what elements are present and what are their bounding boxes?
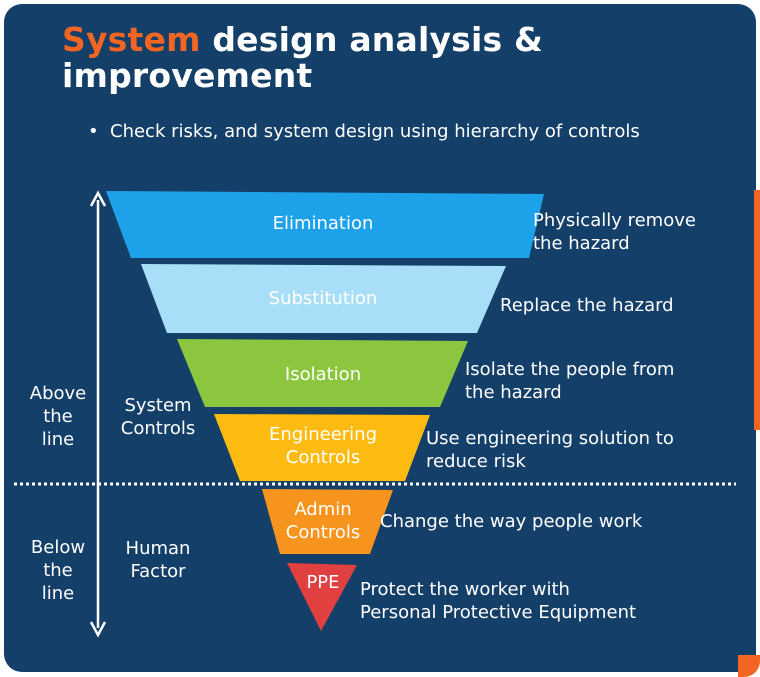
tier-ppe-description: Protect the worker with Personal Protect… (360, 579, 637, 623)
title-rest: design analysis & (200, 20, 544, 59)
tier-elimination-shape (106, 191, 544, 258)
page-title: System design analysis &improvement (62, 22, 543, 94)
tier-isolation-description: Isolate the people from the hazard (465, 359, 675, 403)
tier-ppe-shape (287, 563, 357, 631)
orange-corner-accent (738, 655, 760, 677)
title-line2: improvement (62, 56, 313, 95)
content-card (4, 4, 756, 672)
tier-isolation-shape (177, 339, 468, 407)
tier-admin-shape (262, 489, 393, 554)
arrow-down-icon (89, 621, 107, 638)
tier-substitution-label: Substitution (268, 288, 378, 309)
tier-engineering-description: Use engineering solution to reduce risk (426, 428, 674, 472)
system-controls-label: System Controls (120, 395, 196, 439)
below-the-line-label: Below the line (30, 537, 86, 604)
tier-admin-label: Admin Controls (285, 499, 361, 543)
bullet-text: Check risks, and system design using hie… (110, 121, 640, 142)
tier-engineering-shape (214, 414, 430, 481)
bullet-dot-icon: • (88, 121, 99, 142)
tier-engineering-label: Engineering Controls (269, 424, 377, 468)
tier-ppe-label: PPE (306, 572, 340, 593)
orange-edge-accent (754, 190, 760, 430)
tier-elimination-description: Physically remove the hazard (533, 210, 696, 254)
tier-isolation-label: Isolation (284, 364, 362, 385)
tier-substitution-shape (141, 264, 506, 333)
above-the-line-label: Above the line (29, 383, 87, 450)
arrow-up-icon (89, 190, 107, 207)
double-arrow (89, 190, 107, 638)
tier-substitution-description: Replace the hazard (500, 295, 674, 316)
tier-elimination-label: Elimination (272, 213, 374, 234)
tier-admin-description: Change the way people work (380, 511, 643, 532)
human-factor-label: Human Factor (125, 538, 191, 582)
title-highlight: System (62, 20, 201, 59)
